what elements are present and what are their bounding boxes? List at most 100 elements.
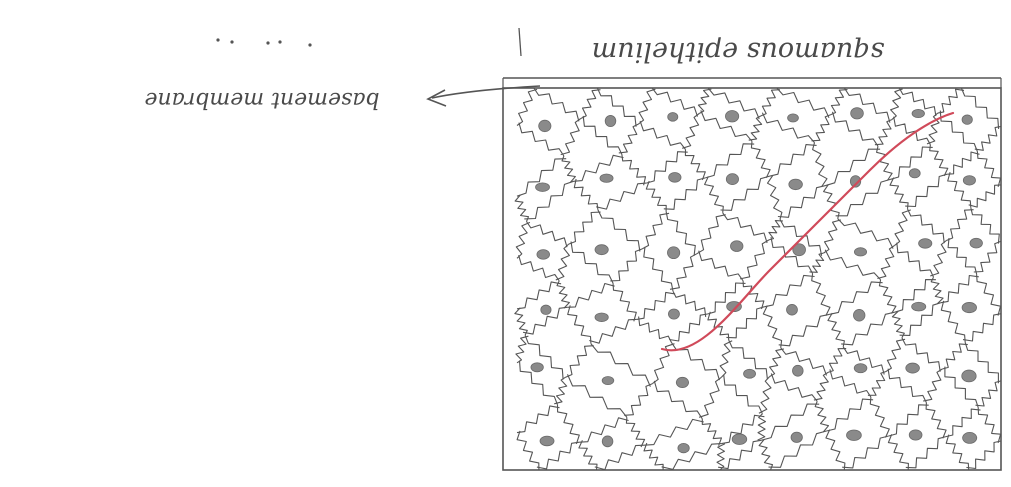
cell-boundary: [579, 440, 597, 470]
cell-boundary: [977, 274, 1001, 316]
cell-nucleus: [541, 305, 551, 314]
cell-boundary: [941, 301, 965, 343]
cell-boundary: [702, 419, 721, 446]
cell-boundary: [769, 145, 816, 177]
cell-nucleus: [789, 179, 803, 190]
cell-nucleus: [668, 309, 679, 319]
cell-boundary: [537, 442, 580, 469]
cell-nucleus: [963, 432, 977, 443]
cell-boundary: [646, 152, 687, 183]
cell-boundary: [561, 119, 581, 155]
cell-boundary: [517, 431, 539, 470]
cell-nucleus: [851, 108, 864, 119]
cell-boundary: [699, 251, 743, 281]
cell-boundary: [890, 178, 908, 209]
cell-boundary: [619, 124, 639, 153]
cell-nucleus: [970, 238, 983, 248]
cell-boundary: [567, 284, 614, 308]
cell-boundary: [670, 254, 697, 290]
cell-boundary: [975, 126, 1001, 150]
pointer-arrow-head: [428, 90, 446, 106]
cell-nucleus: [676, 377, 688, 387]
cell-boundary: [558, 405, 580, 444]
cell-nucleus: [540, 436, 554, 446]
cell-boundary: [828, 349, 846, 373]
pointer-arrow-line: [432, 86, 540, 98]
cell-boundary: [879, 280, 896, 314]
cell-nucleus: [539, 120, 551, 131]
cell-boundary: [717, 444, 725, 470]
cell-nucleus: [602, 376, 614, 384]
cell-boundary: [597, 88, 636, 127]
pencil-dot: [266, 41, 269, 44]
cell-boundary: [947, 152, 979, 174]
cell-boundary: [830, 369, 871, 397]
cell-boundary: [662, 444, 722, 470]
cell-boundary: [557, 281, 569, 309]
cell-boundary: [894, 117, 931, 145]
cell-nucleus: [595, 245, 608, 255]
cell-boundary: [942, 344, 968, 369]
cell-boundary: [697, 215, 726, 254]
cell-boundary: [591, 344, 651, 387]
cell-boundary: [969, 185, 1001, 207]
cell-nucleus: [854, 364, 867, 373]
cell-boundary: [566, 346, 594, 378]
cell-boundary: [671, 342, 719, 380]
cell-boundary: [906, 437, 946, 468]
cell-boundary: [978, 408, 1000, 443]
title-mark: [519, 28, 521, 56]
cell-boundary: [779, 314, 829, 345]
cell-boundary: [515, 308, 528, 335]
cell-nucleus: [678, 443, 689, 452]
cell-boundary: [705, 144, 754, 178]
cell-boundary: [827, 399, 874, 431]
pencil-dot: [308, 43, 311, 46]
cell-nucleus: [536, 183, 550, 192]
cell-nucleus: [602, 436, 613, 447]
cell-boundary: [923, 369, 942, 401]
cell-boundary: [892, 311, 904, 338]
cell-nucleus: [912, 302, 926, 311]
cell-nucleus: [726, 174, 738, 185]
cell-boundary: [644, 443, 663, 470]
cell-boundary: [838, 219, 893, 249]
cell-nucleus: [725, 111, 738, 122]
cell-boundary: [515, 195, 528, 222]
cell-boundary: [638, 89, 655, 124]
cell-boundary: [568, 374, 627, 417]
cell-boundary: [842, 436, 889, 468]
cell-nucleus: [791, 432, 802, 442]
cell-boundary: [682, 114, 699, 149]
cell-boundary: [613, 283, 636, 321]
cell-boundary: [931, 277, 943, 304]
cell-boundary: [841, 312, 895, 345]
cell-nucleus: [909, 430, 922, 440]
cell-nucleus: [854, 248, 866, 256]
cell-boundary: [639, 317, 672, 343]
cell-boundary: [930, 241, 946, 277]
cell-boundary: [877, 245, 894, 278]
cell-boundary: [812, 274, 830, 316]
cell-nucleus: [906, 363, 920, 373]
cell-boundary: [940, 111, 977, 152]
cell-boundary: [941, 276, 979, 303]
cell-boundary: [751, 141, 770, 178]
title-label: squamous epithelium: [592, 36, 885, 67]
cell-boundary: [977, 152, 1000, 187]
cell-boundary: [589, 319, 636, 343]
cell-boundary: [626, 417, 644, 447]
cell-nucleus: [962, 115, 972, 124]
cell-boundary: [569, 212, 601, 244]
pencil-dot: [278, 40, 281, 43]
cell-boundary: [966, 441, 1001, 469]
cell-boundary: [759, 377, 771, 414]
cell-boundary: [581, 90, 601, 119]
cell-boundary: [640, 121, 685, 150]
cell-boundary: [875, 120, 892, 145]
cell-boundary: [517, 282, 561, 309]
pencil-dot: [230, 40, 233, 43]
cell-boundary: [556, 244, 570, 280]
cell-boundary: [516, 222, 530, 258]
cell-boundary: [562, 156, 575, 183]
